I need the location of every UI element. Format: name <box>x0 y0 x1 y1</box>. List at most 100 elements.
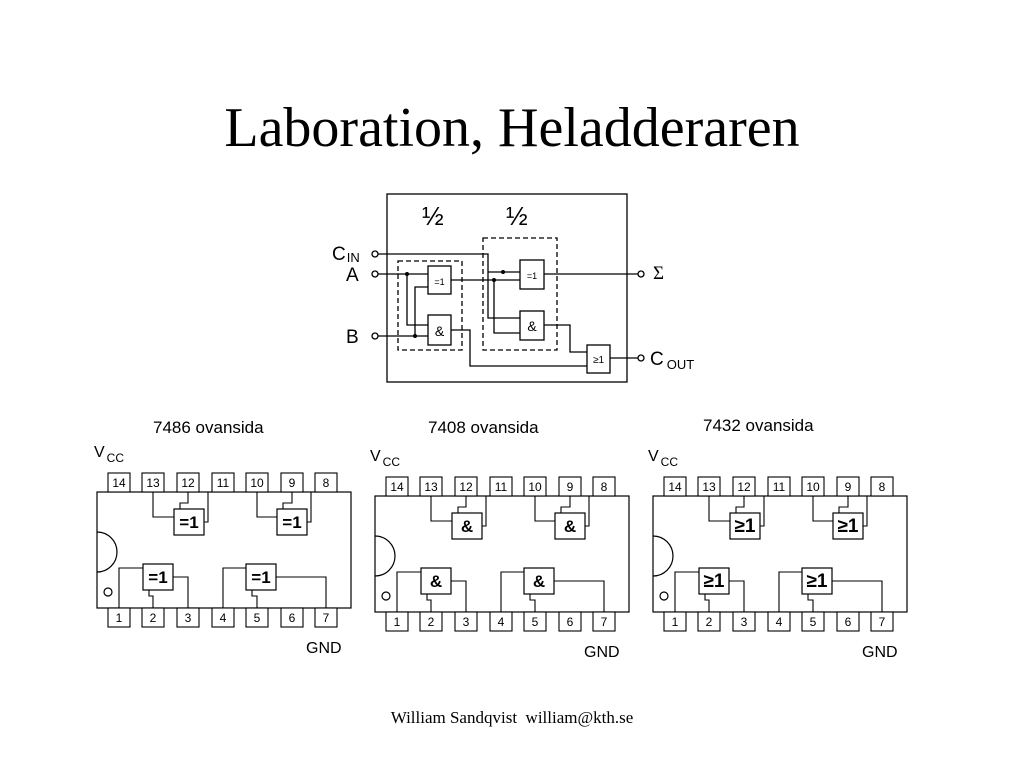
gate-label: & <box>461 517 473 536</box>
wire-and1-out <box>451 329 587 367</box>
internal-or-gate <box>698 567 730 595</box>
pin-label: 12 <box>459 480 473 494</box>
pin-label: 7 <box>879 615 886 629</box>
pin-label: 8 <box>601 480 608 494</box>
gate-label: ≥1 <box>838 516 859 537</box>
pin-label: 7 <box>323 611 330 625</box>
pin-label: 3 <box>185 611 192 625</box>
full-adder-frame <box>386 193 628 383</box>
pin-label: 2 <box>150 611 157 625</box>
gate-label: =1 <box>251 568 270 587</box>
pin-label: 14 <box>112 476 126 490</box>
pin-6 <box>836 611 860 632</box>
pin-11 <box>767 476 791 497</box>
pin-8 <box>314 472 338 493</box>
gate-wire <box>534 496 590 527</box>
slide-title: Laboration, Heladderaren <box>224 97 800 159</box>
gate-wire <box>152 492 209 523</box>
junction-dot <box>405 272 409 276</box>
internal-xor-gate <box>142 563 174 591</box>
xor-gate-2-label: =1 <box>527 271 537 281</box>
gate-wire <box>222 567 327 608</box>
pin-label: 2 <box>428 615 435 629</box>
junction-dot <box>492 278 496 282</box>
pin-8 <box>870 476 894 497</box>
pin-label: 5 <box>532 615 539 629</box>
gate-label: =1 <box>282 513 301 532</box>
wire-b <box>378 286 428 337</box>
pin-label: 1 <box>672 615 679 629</box>
half-label-2: ½ <box>506 201 528 231</box>
pin-label: 6 <box>567 615 574 629</box>
gate-label: ≥1 <box>704 571 725 592</box>
pin-label: 13 <box>146 476 160 490</box>
wire-xor1-out <box>451 279 520 334</box>
gate-wire <box>674 571 745 612</box>
gate-wire <box>778 571 883 612</box>
pin-label: 5 <box>810 615 817 629</box>
pin-label: 14 <box>668 480 682 494</box>
pin-label: 9 <box>567 480 574 494</box>
xor-gate-1-label: =1 <box>434 277 444 287</box>
pin-label: 1 <box>116 611 123 625</box>
gnd-label: GND <box>862 644 898 661</box>
gate-wire <box>708 496 765 527</box>
pin-label: 11 <box>217 476 230 490</box>
gate-wire <box>396 571 467 612</box>
pin-8 <box>592 476 616 497</box>
b-terminal <box>371 332 379 340</box>
pin-label: 11 <box>495 480 508 494</box>
pin-label: 11 <box>773 480 786 494</box>
pin-label: 3 <box>463 615 470 629</box>
or-gate <box>586 344 611 374</box>
wire-cin <box>378 253 520 319</box>
gate-wire <box>812 496 868 527</box>
junction-dot <box>413 334 417 338</box>
pin-label: 6 <box>289 611 296 625</box>
pin-label: 6 <box>845 615 852 629</box>
pin-label: 9 <box>289 476 296 490</box>
sum-label: Σ <box>653 263 664 284</box>
gate-label: & <box>430 572 442 591</box>
pin-label: 9 <box>845 480 852 494</box>
pin-6 <box>280 607 304 628</box>
pin-label: 10 <box>528 480 542 494</box>
internal-xor-gate <box>245 563 277 591</box>
pin-label: 7 <box>601 615 608 629</box>
gate-wire <box>256 492 312 523</box>
half-adder-box-1 <box>397 260 463 351</box>
pin-14 <box>663 476 687 497</box>
pin-11 <box>211 472 235 493</box>
half-adder-box-2 <box>482 237 558 351</box>
gate-label: ≥1 <box>735 516 756 537</box>
pin-label: 8 <box>879 480 886 494</box>
gate-label: =1 <box>179 513 198 532</box>
pin-6 <box>558 611 582 632</box>
gate-wire <box>430 496 487 527</box>
pin-label: 10 <box>806 480 820 494</box>
gate-label: =1 <box>148 568 167 587</box>
pin-14 <box>385 476 409 497</box>
and-gate-2-label: & <box>527 318 537 334</box>
internal-xor-gate <box>276 508 308 536</box>
pin-label: 4 <box>498 615 505 629</box>
wire-and2-out <box>544 324 587 353</box>
internal-xor-gate <box>173 508 205 536</box>
gate-label: & <box>564 517 576 536</box>
chip-title: 7486 ovansida <box>153 418 264 437</box>
gnd-label: GND <box>584 644 620 661</box>
junction-dot <box>501 270 505 274</box>
cout-terminal <box>637 354 645 362</box>
pin-label: 5 <box>254 611 261 625</box>
half-label-1: ½ <box>422 201 444 231</box>
pin-label: 10 <box>250 476 264 490</box>
cin-terminal <box>371 250 379 258</box>
pin-label: 2 <box>706 615 713 629</box>
pin-label: 3 <box>741 615 748 629</box>
and-gate-1-label: & <box>435 323 445 339</box>
